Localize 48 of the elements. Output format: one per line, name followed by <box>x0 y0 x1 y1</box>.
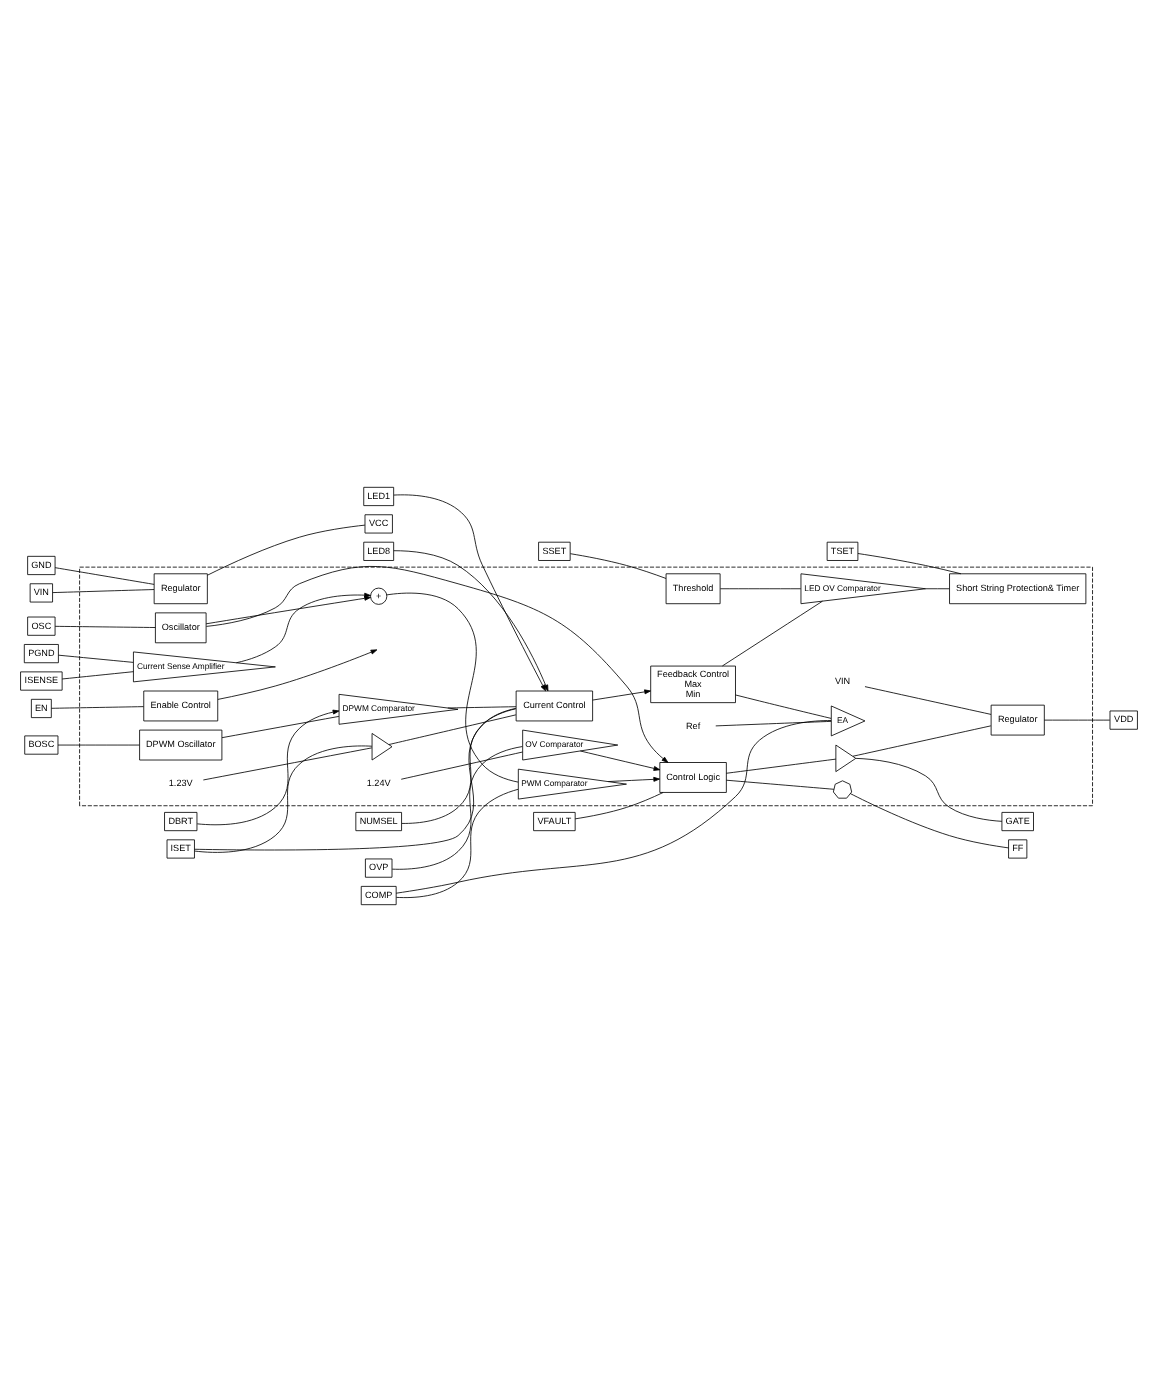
arrow <box>235 591 371 663</box>
connector <box>574 791 664 819</box>
arrow <box>579 749 661 770</box>
connector <box>61 670 134 679</box>
connector <box>849 792 1009 848</box>
connector <box>864 685 992 714</box>
connector <box>52 588 155 592</box>
connector <box>401 707 517 823</box>
arrow <box>196 708 340 825</box>
connector <box>51 705 144 708</box>
connector <box>391 745 523 869</box>
connector <box>725 778 835 789</box>
arrow <box>393 549 549 691</box>
connector <box>857 552 962 574</box>
connector <box>570 552 667 578</box>
connector <box>395 719 832 893</box>
connector <box>395 787 519 897</box>
connector <box>207 523 366 575</box>
arrow <box>205 594 371 624</box>
node-triangle <box>835 743 857 772</box>
connector <box>925 587 950 589</box>
connector <box>447 705 517 708</box>
arrow <box>393 493 546 691</box>
connector <box>722 599 823 666</box>
arrow <box>217 648 378 699</box>
connector <box>1043 718 1111 720</box>
connector <box>855 756 1003 821</box>
arrow <box>607 775 661 781</box>
connector <box>58 653 134 662</box>
connector <box>54 566 155 584</box>
connector <box>735 693 832 718</box>
connector <box>194 706 517 850</box>
connector <box>386 591 519 782</box>
node-transistor <box>832 779 853 798</box>
connector <box>388 713 517 744</box>
arrow <box>592 688 651 700</box>
connector <box>719 587 802 589</box>
connector <box>725 757 837 773</box>
connector <box>715 719 832 726</box>
connector <box>221 715 340 738</box>
arrow <box>205 565 669 762</box>
connector <box>57 743 140 745</box>
connector <box>852 724 992 756</box>
connector <box>202 746 373 780</box>
node-triangle <box>371 732 393 760</box>
connector <box>400 750 523 779</box>
connector <box>194 744 373 852</box>
connector <box>54 624 156 627</box>
